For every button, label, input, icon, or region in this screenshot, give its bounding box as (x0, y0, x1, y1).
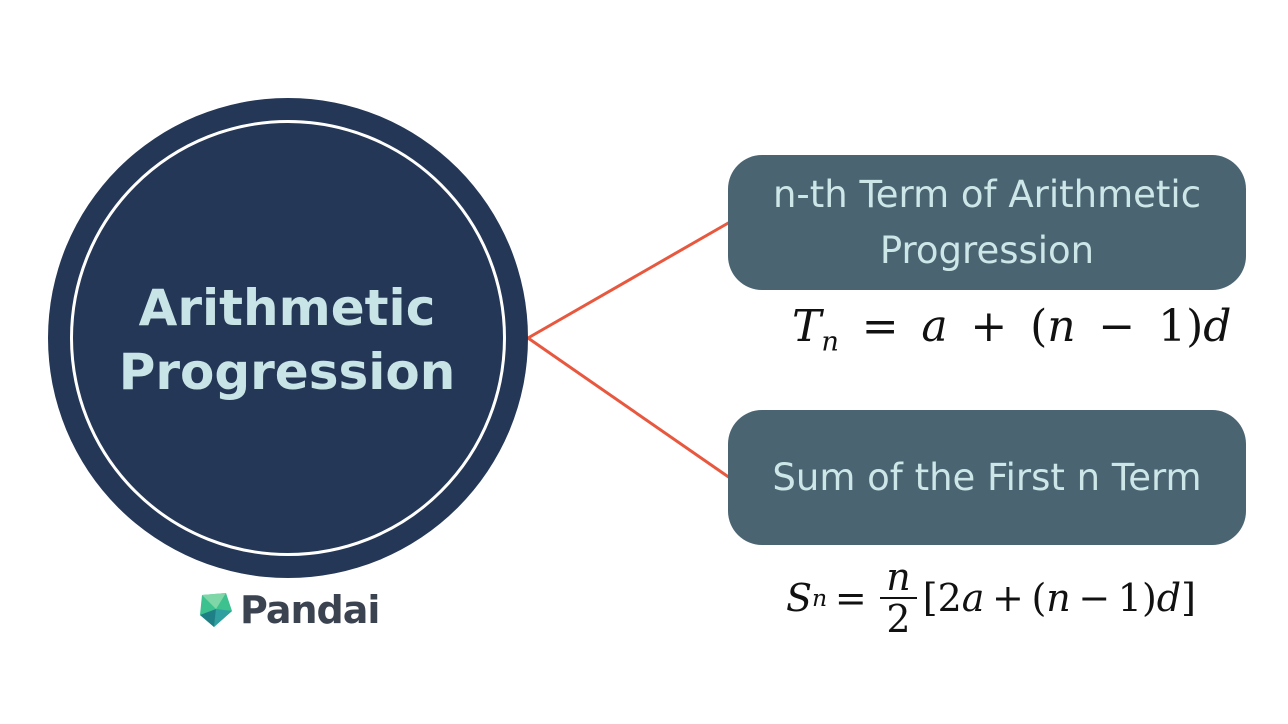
formula-tn-a: a (921, 301, 948, 352)
formula-sn-fraction: n 2 (880, 557, 917, 641)
formula-sn-paren-close: ) (1141, 576, 1157, 620)
formula-tn-minus: − (1098, 301, 1136, 352)
nth-term-label-line2: Progression (879, 228, 1095, 272)
formula-tn-lhs: T (792, 301, 822, 352)
formula-sn-plus: + (992, 576, 1024, 620)
formula-sn-lhs: S (786, 576, 813, 620)
formula-sn-minus: − (1078, 576, 1111, 620)
central-node-title: Arithmetic Progression (97, 276, 477, 404)
formula-sn-one: 1 (1117, 576, 1142, 620)
formula-sn-paren-open: ( (1031, 576, 1047, 620)
nth-term-label-line1: n-th Term of Arithmetic (772, 172, 1202, 216)
formula-tn-lhs-sub: n (821, 326, 839, 358)
formula-sn-bracket-close: ] (1181, 576, 1196, 620)
formula-tn-d: d (1203, 301, 1232, 352)
formula-tn-eq: = (861, 301, 899, 352)
pandai-leaf-icon (200, 593, 232, 627)
nth-term-node: n-th Term of Arithmetic Progression (728, 155, 1246, 290)
formula-sn-frac-num: n (880, 557, 917, 599)
connector-to-nth-term (527, 220, 731, 340)
formula-sn-lhs-sub: n (812, 584, 828, 612)
central-node: Arithmetic Progression (48, 98, 528, 578)
formula-sn-frac-den: 2 (886, 597, 911, 641)
formula-sn-n: n (1046, 576, 1071, 620)
central-node-ring (70, 120, 506, 556)
formula-tn-n: n (1047, 301, 1076, 352)
formula-tn-one: 1 (1158, 301, 1187, 352)
formula-sn-d: d (1156, 576, 1182, 620)
formula-tn-plus: + (970, 301, 1008, 352)
pandai-logo: Pandai (196, 588, 380, 632)
formula-sn-two: 2 (937, 576, 962, 620)
sum-node: Sum of the First n Term (728, 410, 1246, 545)
central-node-title-line1: Arithmetic (138, 278, 436, 337)
pandai-logo-text: Pandai (240, 588, 380, 632)
central-node-title-line2: Progression (118, 342, 456, 401)
formula-tn-paren-close: ) (1186, 301, 1204, 352)
nth-term-formula: Tn = a + (n − 1)d (792, 297, 1231, 373)
formula-tn-paren-open: ( (1030, 301, 1048, 352)
formula-sn-bracket-open: [ (922, 576, 938, 620)
formula-sn-eq: = (834, 576, 867, 620)
connector-to-sum (527, 336, 731, 480)
sum-label: Sum of the First n Term (772, 455, 1202, 499)
formula-sn-a: a (961, 576, 985, 620)
